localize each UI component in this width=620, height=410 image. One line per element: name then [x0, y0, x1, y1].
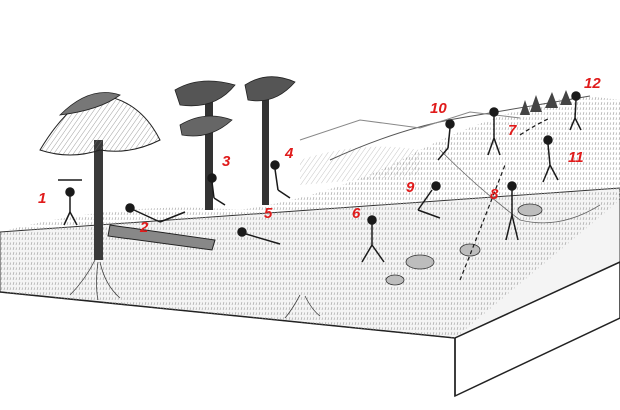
station-label-7: 7 [508, 122, 517, 139]
tree-roots [69, 259, 321, 319]
station-label-3: 3 [222, 153, 231, 170]
station-label-8: 8 [490, 186, 499, 203]
figure-dip [207, 173, 226, 206]
figure-log-press [125, 203, 186, 223]
station-label-2: 2 [139, 219, 149, 236]
station-label-5: 5 [264, 205, 273, 222]
route-arrows [459, 117, 551, 281]
exercise-figures [58, 91, 582, 263]
figure-run [542, 135, 559, 183]
pine-tree-center [174, 76, 296, 210]
station-label-6: 6 [352, 205, 361, 222]
figure-pullup [58, 179, 82, 226]
station-label-12: 12 [584, 75, 601, 92]
pine-tree-left [39, 92, 161, 260]
figure-top [569, 91, 582, 131]
station-label-10: 10 [430, 100, 447, 117]
figure-pushup [237, 227, 281, 245]
figure-step-up [437, 119, 455, 161]
rocks [385, 203, 543, 286]
figure-hanging [270, 160, 291, 199]
figure-overhead-lift [505, 181, 519, 241]
station-label-11: 11 [568, 149, 584, 166]
fallen-log [107, 224, 216, 251]
figure-walk [487, 107, 501, 156]
terrain-block [0, 95, 620, 398]
station-label-9: 9 [406, 179, 415, 196]
figure-squat [361, 215, 385, 263]
station-label-1: 1 [38, 190, 46, 207]
station-label-4: 4 [284, 145, 294, 162]
distant-pines [520, 90, 572, 115]
figure-situp [417, 181, 441, 219]
station-labels: 1 2 3 4 5 6 7 8 9 10 11 12 [38, 75, 601, 236]
